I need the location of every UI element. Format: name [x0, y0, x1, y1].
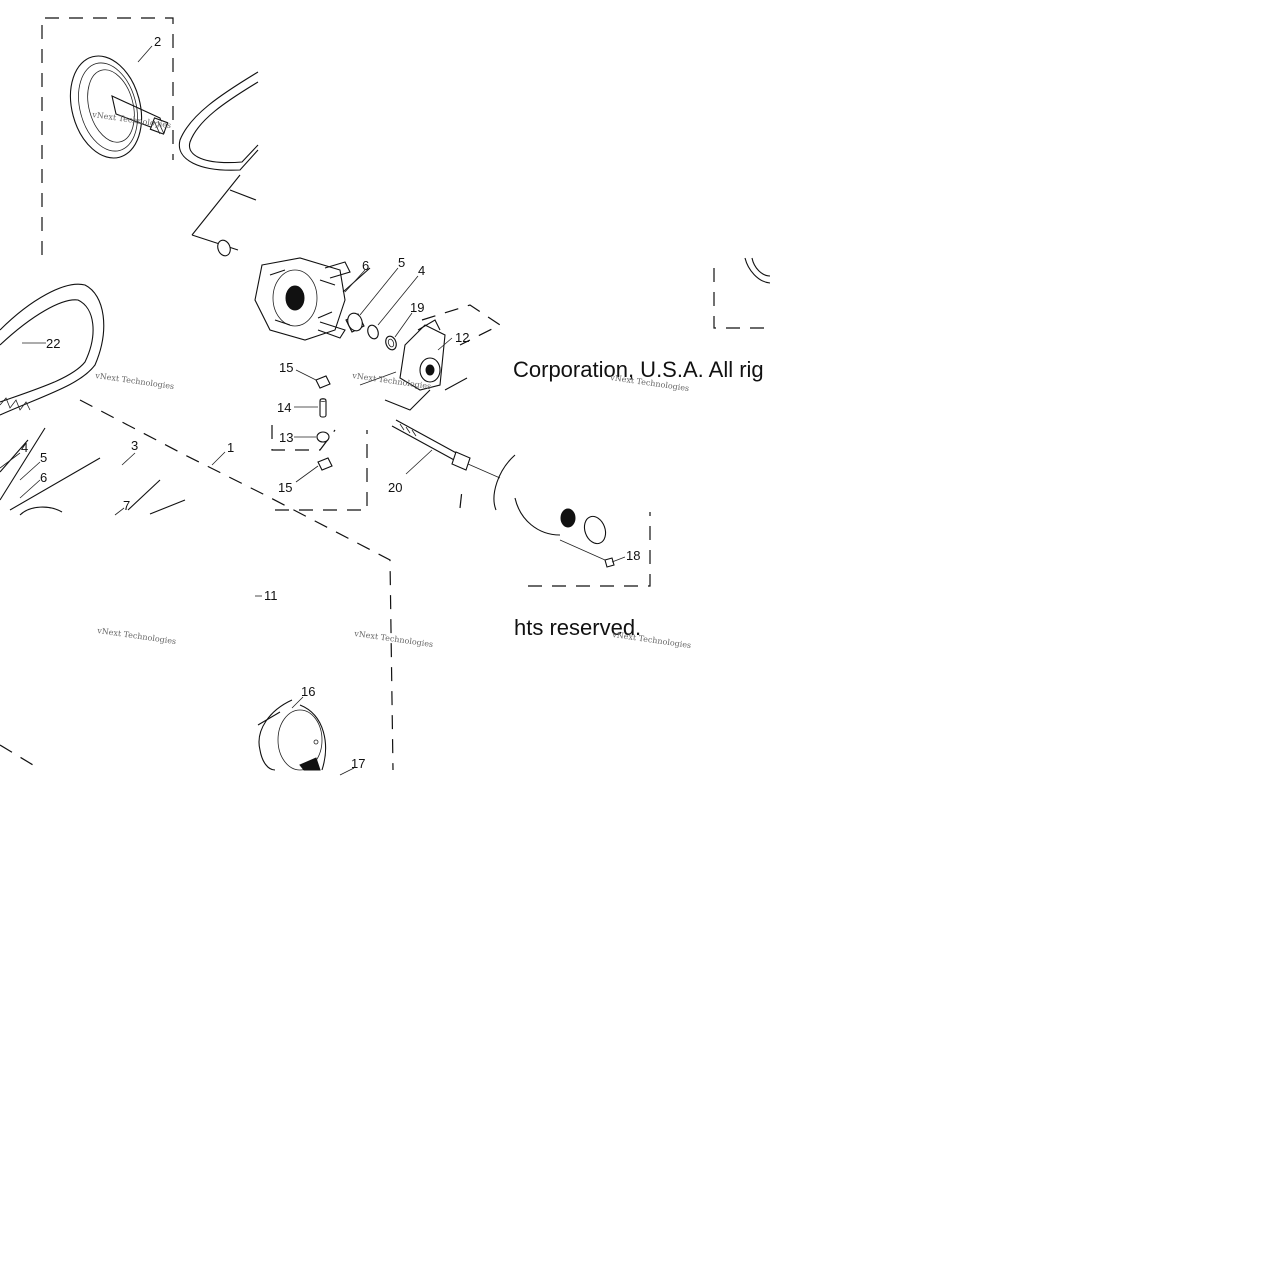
clutch-part-right: [493, 257, 771, 568]
callout-20: 20: [388, 480, 402, 495]
washer-top: [217, 239, 231, 257]
callout-6-upper: 6: [362, 258, 369, 273]
callout-1: 1: [227, 440, 234, 455]
copyright-line-2: hts reserved.: [514, 615, 641, 640]
callout-5-upper: 5: [398, 255, 405, 270]
callout-22: 22: [46, 336, 60, 351]
callout-5-lower: 5: [40, 450, 47, 465]
arm-part-12: [359, 319, 468, 411]
copyright-line-1: Corporation, U.S.A. All rig: [513, 357, 764, 382]
callout-14: 14: [277, 400, 291, 415]
callout-6-lower: 6: [40, 470, 47, 485]
callout-15-lower: 15: [278, 480, 292, 495]
pulley-part-16-17: [257, 699, 327, 771]
callout-17: 17: [351, 756, 365, 771]
callout-18: 18: [626, 548, 640, 563]
watermark-2: vNext Technologies: [94, 371, 175, 391]
callout-7: 7: [123, 498, 130, 513]
watermark-7: vNext Technologies: [611, 630, 692, 650]
drive-housing: [254, 257, 371, 341]
bushings-5-4-19: [345, 312, 397, 351]
callout-3: 3: [131, 438, 138, 453]
belt-fragment-top: [178, 71, 259, 251]
bolt-part-20: [391, 419, 501, 479]
leader-lines: [0, 45, 626, 776]
callout-11: 11: [264, 588, 278, 603]
callout-2: 2: [154, 34, 161, 49]
callout-4-upper: 4: [418, 263, 425, 278]
callout-labels: 2 6 5 4 19 12 22 15 14 13 15 20 3 1 4 5 …: [21, 34, 640, 771]
callout-4-lower: 4: [21, 440, 28, 455]
callout-15-upper: 15: [279, 360, 293, 375]
primary-pulley-left: [0, 427, 186, 516]
callout-12: 12: [455, 330, 469, 345]
watermark-6: vNext Technologies: [353, 629, 434, 649]
pulley-part-2: [69, 55, 169, 159]
group-boundaries: [0, 17, 770, 771]
callout-13: 13: [279, 430, 293, 445]
watermark-5: vNext Technologies: [96, 626, 177, 646]
callout-19: 19: [410, 300, 424, 315]
callout-16: 16: [301, 684, 315, 699]
belt-part-22: [0, 283, 105, 416]
small-parts-15-14-13: [315, 375, 333, 471]
